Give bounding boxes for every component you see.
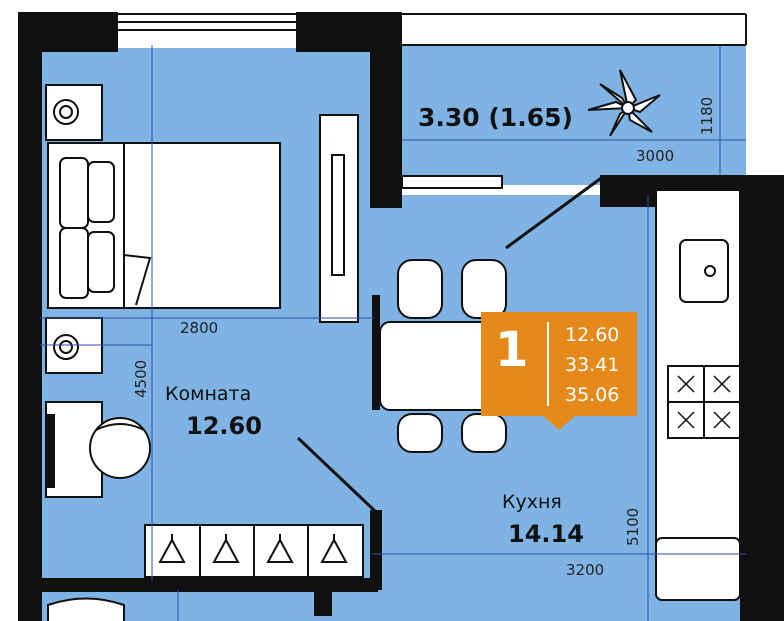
plant-icon — [587, 69, 661, 137]
balcony-glazing — [118, 13, 747, 46]
tv-stand — [319, 114, 359, 323]
kitchen-worktop — [655, 189, 741, 601]
badge-separator — [547, 322, 549, 406]
living-area: 12.60 — [565, 324, 620, 346]
dimension-lines — [40, 45, 746, 621]
room-width-dim: 2800 — [180, 319, 218, 337]
nightstand-top — [45, 84, 103, 141]
total-area: 33.41 — [565, 354, 620, 376]
badge-pointer — [543, 416, 575, 430]
room-name: Комната — [165, 383, 251, 405]
kitchen-depth-dim: 5100 — [624, 508, 642, 546]
kitchen-name: Кухня — [502, 491, 562, 513]
room-depth-dim: 4500 — [132, 360, 150, 398]
kitchen-area: 14.14 — [508, 520, 584, 548]
room-door — [296, 436, 378, 514]
toilet — [47, 597, 125, 621]
balcony-width-dim: 3000 — [636, 147, 674, 165]
bed — [47, 142, 281, 309]
desk — [45, 401, 151, 498]
balcony-door — [401, 174, 605, 250]
apartment-badge: 1 12.60 33.41 35.06 — [481, 312, 637, 430]
room-area: 12.60 — [186, 412, 262, 440]
balcony-depth-dim: 1180 — [698, 97, 716, 135]
total-area-with-balcony: 35.06 — [565, 384, 620, 406]
corridor-floor — [40, 590, 740, 621]
balcony-floor — [402, 45, 746, 185]
room-count: 1 — [495, 322, 529, 378]
badge-areas: 12.60 33.41 35.06 — [565, 320, 619, 410]
wardrobe — [144, 524, 364, 578]
kitchen-width-dim: 3200 — [566, 561, 604, 579]
balcony-area: 3.30 (1.65) — [418, 103, 573, 132]
